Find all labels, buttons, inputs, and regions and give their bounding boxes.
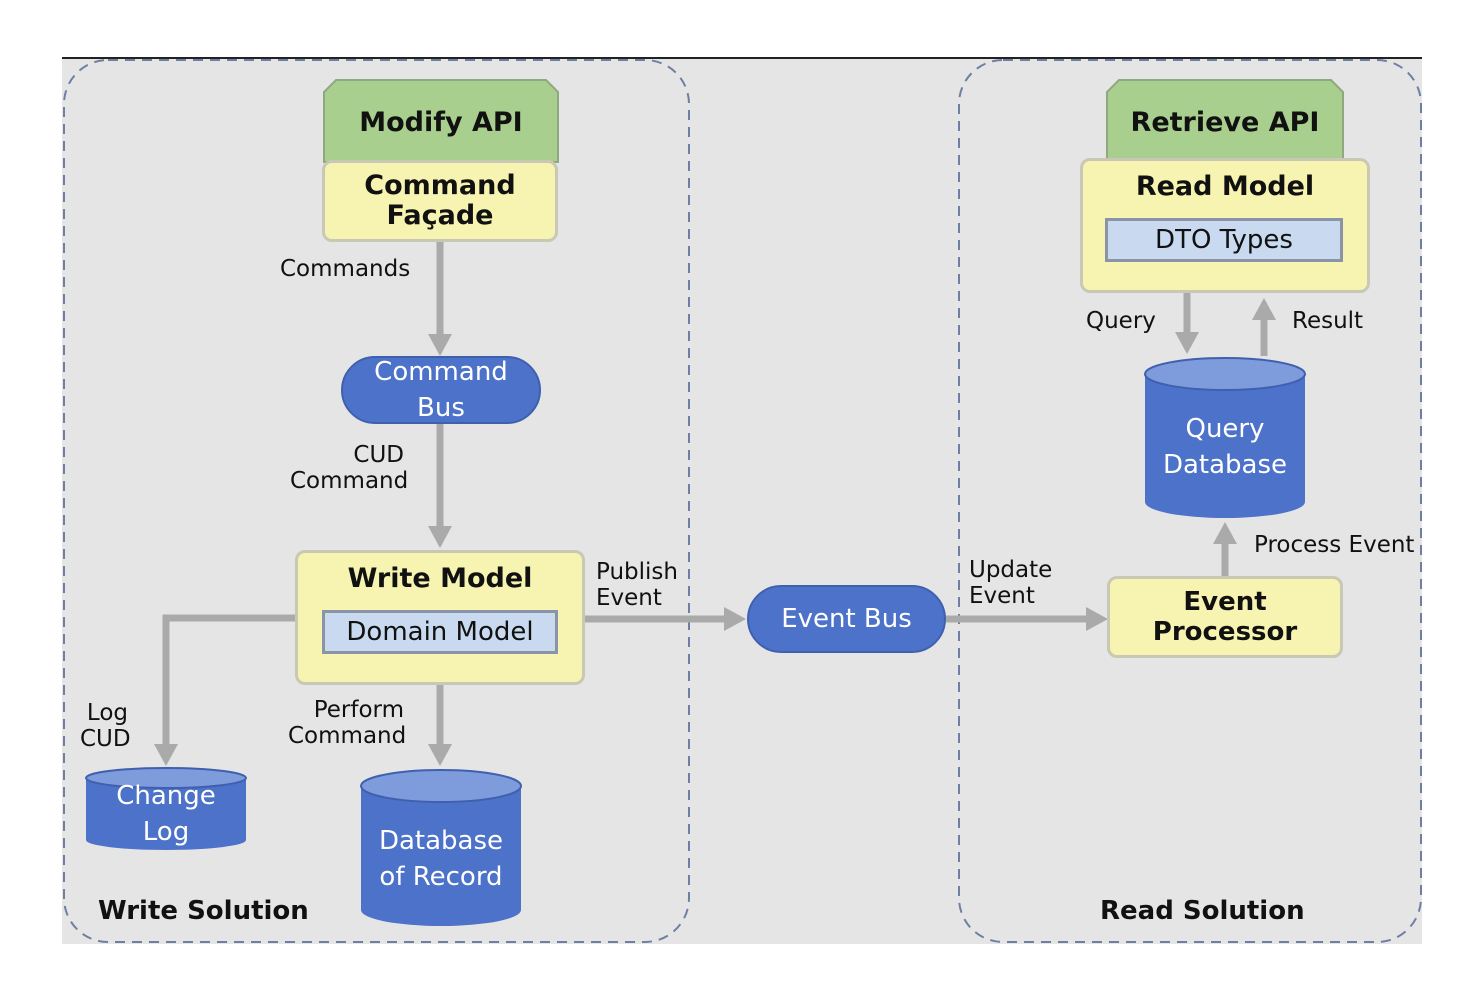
dto-types-box: DTO Types <box>1105 218 1343 262</box>
retrieve-api-label: Retrieve API <box>1130 106 1320 138</box>
read-model-title: Read Model <box>1135 171 1315 202</box>
arrowhead-change-log <box>154 744 178 766</box>
cud-command-label: CUD Command <box>290 442 409 494</box>
write-model-title: Write Model <box>347 563 533 594</box>
perform-command-label: Perform Command <box>288 697 407 749</box>
database-of-record-label: Database of Record <box>378 826 504 892</box>
process-event-label: Process Event <box>1254 532 1415 558</box>
event-processor-box: Event Processor <box>1107 576 1343 658</box>
domain-model-box: Domain Model <box>322 610 558 654</box>
arrowhead-result-up <box>1252 298 1276 320</box>
arrowhead-event-bus <box>724 607 746 631</box>
result-label: Result <box>1292 308 1364 334</box>
query-database-cylinder <box>1144 357 1306 518</box>
log-cud-label: Log CUD <box>80 700 131 752</box>
arrowhead-query-db-up <box>1213 522 1237 544</box>
event-bus-node: Event Bus <box>747 585 946 653</box>
arrowhead-write-model <box>428 526 452 548</box>
arrowhead-database <box>428 744 452 766</box>
read-solution-title: Read Solution <box>1100 896 1305 926</box>
top-border-line <box>62 57 1422 59</box>
query-database-label: Query Database <box>1162 414 1288 480</box>
arrow-write-model-to-change-log <box>162 614 296 748</box>
command-facade-box: Command Façade <box>322 160 558 242</box>
read-solution-boundary <box>958 59 1422 943</box>
write-solution-boundary <box>63 59 690 943</box>
arrowhead-query-down <box>1175 332 1199 354</box>
commands-label: Commands <box>280 256 411 282</box>
write-solution-title: Write Solution <box>98 896 309 926</box>
query-label: Query <box>1086 308 1156 334</box>
modify-api-shape <box>323 79 559 163</box>
publish-event-label: Publish Event <box>596 559 678 611</box>
change-log-label: Change Log <box>116 781 216 847</box>
change-log-cylinder <box>85 767 247 850</box>
arrowhead-command-bus <box>428 334 452 356</box>
arrowhead-event-processor <box>1086 607 1108 631</box>
modify-api-label: Modify API <box>359 106 523 138</box>
database-of-record-cylinder <box>360 769 522 926</box>
update-event-label: Update Event <box>969 557 1053 609</box>
command-bus-node: Command Bus <box>341 356 541 424</box>
